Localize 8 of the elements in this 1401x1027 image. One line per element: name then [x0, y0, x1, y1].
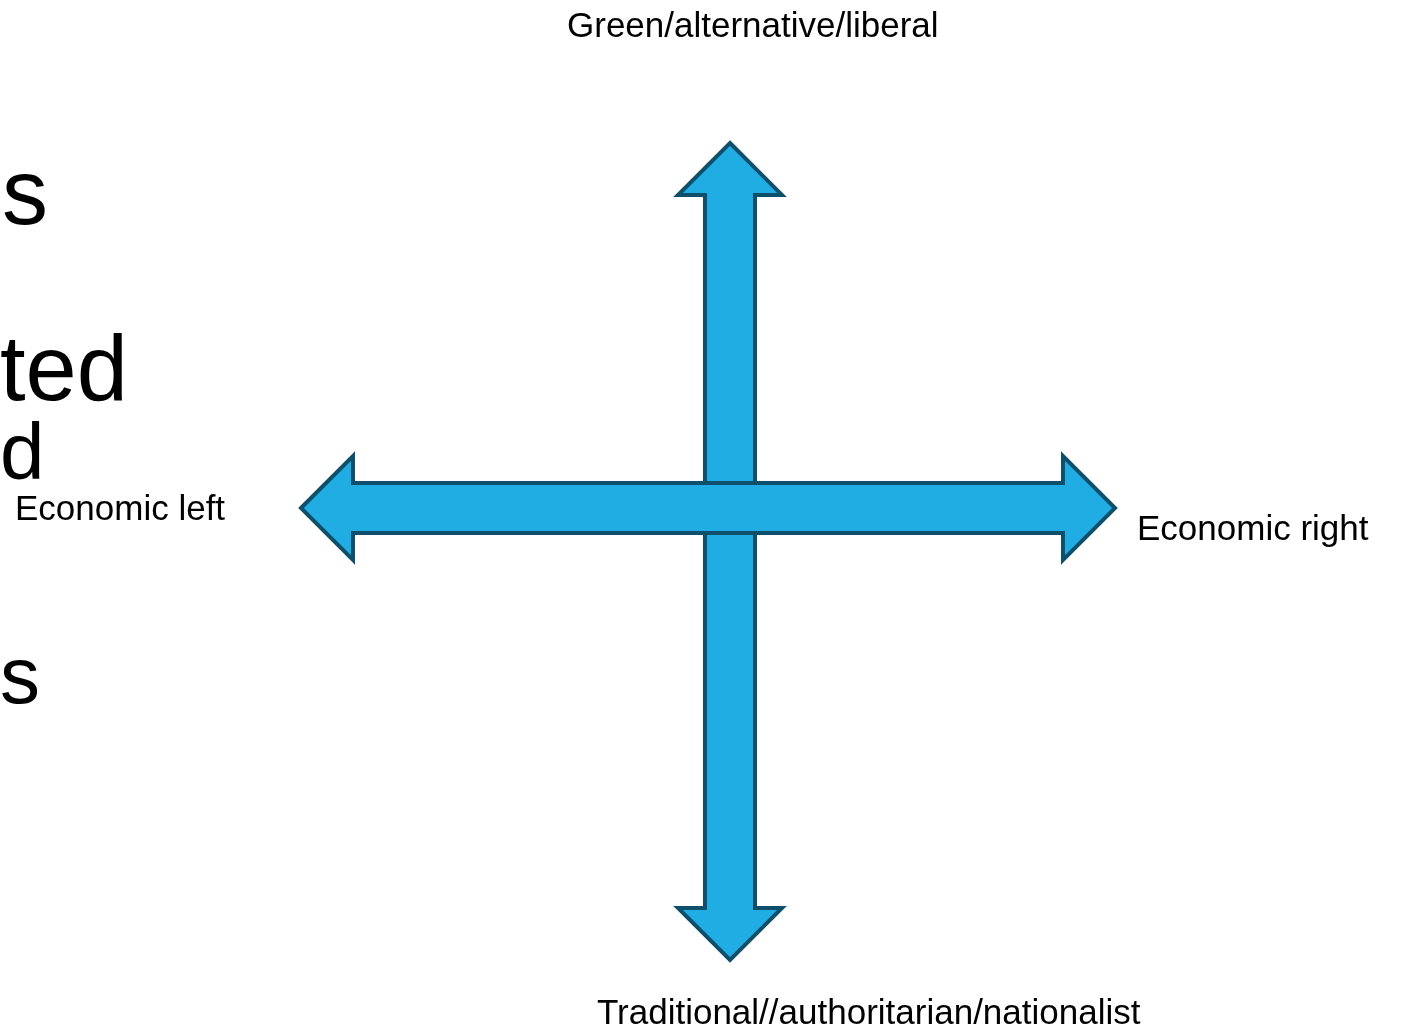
heading-fragment: ted: [0, 322, 128, 414]
axis-label: Green/alternative/liberal: [567, 5, 939, 46]
axis-label: Traditional//authoritarian/nationalist: [597, 992, 1141, 1027]
double-arrow: [298, 451, 1118, 565]
heading-fragment: s: [0, 636, 40, 716]
axis-label: Economic right: [1137, 508, 1369, 549]
heading-fragment: s: [2, 146, 48, 238]
double-arrow: [673, 140, 787, 963]
